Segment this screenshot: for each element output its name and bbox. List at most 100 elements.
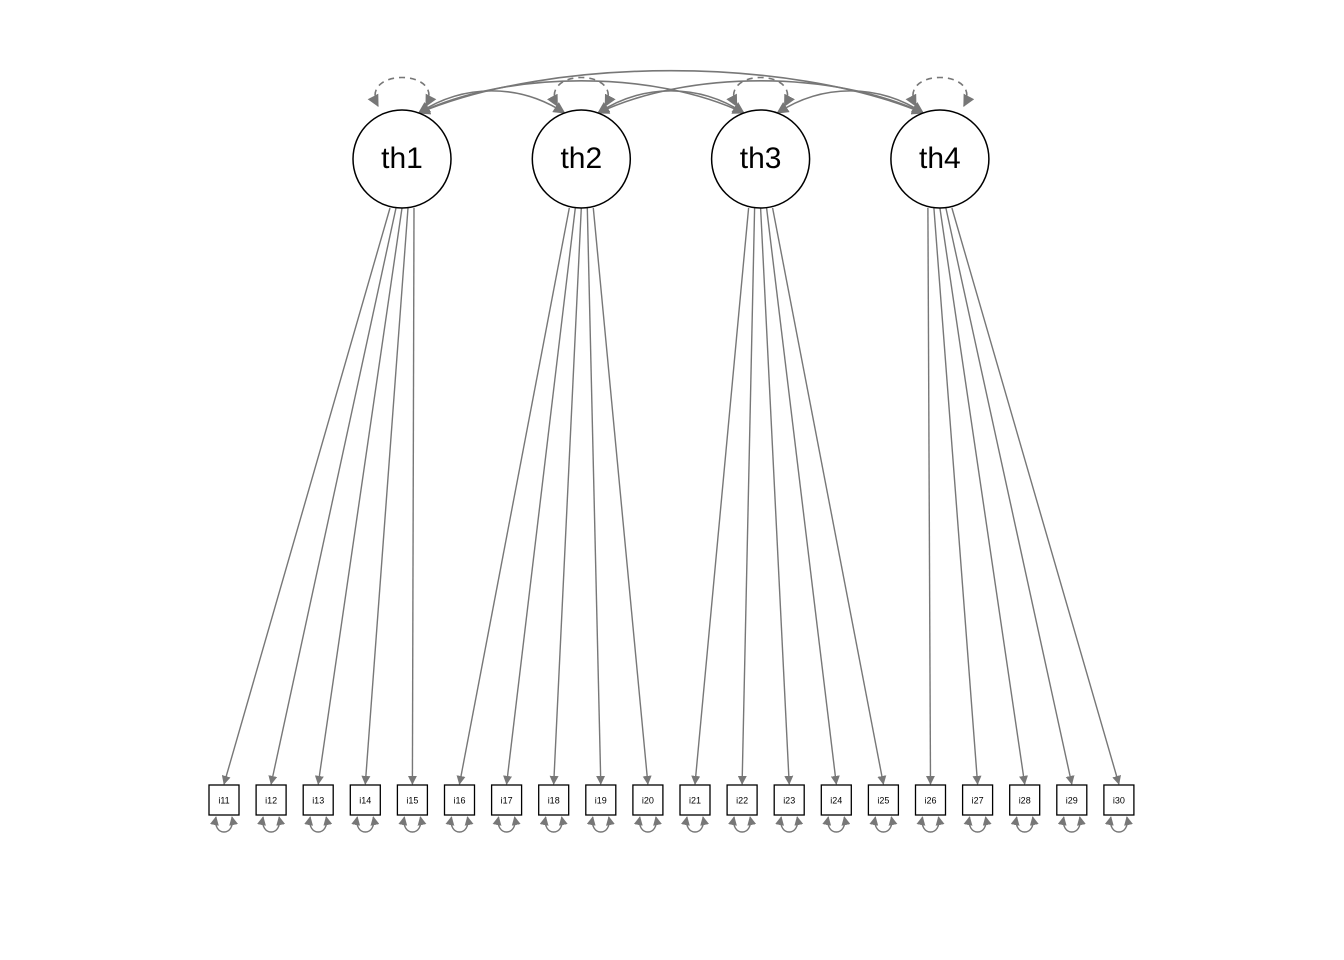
latent-circle bbox=[710, 109, 811, 209]
indicator-box bbox=[961, 784, 994, 816]
loading-th2-i18 bbox=[549, 207, 582, 785]
residual-loop-i22 bbox=[728, 816, 757, 833]
loading-th4-i29 bbox=[945, 207, 1075, 785]
loading-th3-i22 bbox=[737, 207, 756, 785]
loading-th3-i25 bbox=[771, 207, 887, 785]
covariance-th1-th2 bbox=[417, 90, 566, 114]
indicator-label: i29 bbox=[1066, 795, 1078, 805]
latent-circle bbox=[890, 109, 990, 209]
residual-loop-i12 bbox=[257, 816, 286, 833]
residual-loop-i30 bbox=[1104, 816, 1133, 833]
indicator-node-i14: i14 bbox=[349, 784, 381, 816]
indicator-label: i23 bbox=[783, 795, 795, 805]
loading-th2-i17 bbox=[503, 207, 576, 785]
covariance-th1-th3 bbox=[417, 80, 745, 114]
residual-loop-i24 bbox=[822, 816, 851, 833]
latent-label: th1 bbox=[381, 142, 423, 175]
residual-loop-i16 bbox=[445, 816, 474, 833]
latent-node-th4: th4 bbox=[890, 109, 990, 209]
latent-label: th2 bbox=[560, 142, 602, 175]
loading-th4-i28 bbox=[939, 207, 1028, 785]
residual-loop-i11 bbox=[210, 816, 238, 833]
indicator-label: i24 bbox=[830, 795, 842, 805]
indicator-box bbox=[820, 784, 852, 816]
indicator-box bbox=[585, 784, 617, 816]
indicator-label: i17 bbox=[501, 795, 513, 805]
residual-loop-i23 bbox=[775, 816, 804, 833]
loading-th1-i15 bbox=[407, 207, 417, 785]
indicator-label: i16 bbox=[453, 795, 465, 805]
indicator-label: i25 bbox=[877, 795, 889, 805]
indicator-node-i16: i16 bbox=[443, 784, 476, 816]
residual-loop-i14 bbox=[351, 816, 380, 833]
loading-th3-i21 bbox=[691, 207, 750, 785]
indicator-label: i19 bbox=[595, 795, 607, 805]
residual-loop-i13 bbox=[304, 816, 333, 833]
residual-loop-i20 bbox=[633, 816, 662, 833]
loading-th1-i13 bbox=[314, 207, 403, 785]
indicator-box bbox=[867, 784, 900, 816]
loading-th1-i14 bbox=[361, 207, 409, 785]
indicator-node-i20: i20 bbox=[632, 784, 664, 816]
loading-th4-i27 bbox=[933, 207, 982, 785]
indicator-label: i21 bbox=[689, 795, 701, 805]
variance-loop-th4 bbox=[905, 76, 975, 108]
factor-loadings bbox=[221, 207, 1121, 785]
loading-th2-i19 bbox=[586, 207, 606, 785]
indicator-node-i26: i26 bbox=[914, 784, 947, 816]
variance-loop-th2 bbox=[546, 76, 616, 108]
indicator-node-i18: i18 bbox=[538, 784, 570, 816]
covariance-th2-th3 bbox=[597, 90, 745, 114]
indicator-label: i20 bbox=[642, 795, 654, 805]
loading-th3-i24 bbox=[765, 207, 840, 785]
indicator-label: i15 bbox=[406, 795, 418, 805]
indicator-box bbox=[773, 784, 805, 816]
residual-loop-i27 bbox=[963, 816, 992, 833]
residual-loop-i15 bbox=[398, 816, 427, 833]
indicator-label: i27 bbox=[972, 795, 984, 805]
indicator-node-i24: i24 bbox=[820, 784, 852, 816]
indicator-box bbox=[632, 784, 664, 816]
indicator-node-i19: i19 bbox=[585, 784, 617, 816]
latent-node-th2: th2 bbox=[531, 109, 632, 209]
residual-loop-i17 bbox=[492, 816, 521, 833]
indicator-box bbox=[726, 784, 758, 816]
indicator-node-i27: i27 bbox=[961, 784, 994, 816]
indicator-label: i13 bbox=[312, 795, 324, 805]
indicator-node-i23: i23 bbox=[773, 784, 805, 816]
indicator-label: i22 bbox=[736, 795, 748, 805]
residual-loop-i26 bbox=[916, 816, 945, 833]
covariance-th2-th4 bbox=[597, 80, 925, 114]
latent-label: th3 bbox=[740, 142, 782, 175]
residual-loop-i28 bbox=[1010, 816, 1039, 833]
latent-node-th1: th1 bbox=[352, 109, 452, 209]
residual-loop-i21 bbox=[681, 816, 709, 833]
loading-th1-i11 bbox=[221, 207, 391, 785]
loading-th3-i23 bbox=[759, 207, 794, 785]
indicator-box bbox=[443, 784, 476, 816]
indicator-box bbox=[302, 784, 334, 816]
covariance-th1-th4 bbox=[417, 69, 925, 115]
residual-loop-i29 bbox=[1057, 816, 1086, 833]
indicator-box bbox=[396, 784, 429, 816]
indicator-node-i28: i28 bbox=[1009, 784, 1041, 816]
indicator-box bbox=[1103, 784, 1135, 816]
loading-th1-i12 bbox=[268, 207, 397, 785]
indicator-label: i14 bbox=[359, 795, 371, 805]
latent-circle bbox=[352, 109, 452, 209]
residual-loop-i25 bbox=[869, 816, 898, 833]
loading-th2-i16 bbox=[456, 207, 570, 785]
variance-loop-th3 bbox=[726, 76, 795, 108]
indicator-box bbox=[490, 784, 523, 816]
indicator-box bbox=[255, 784, 287, 816]
latent-node-th3: th3 bbox=[710, 109, 811, 209]
indicator-box bbox=[349, 784, 381, 816]
covariance-th3-th4 bbox=[776, 90, 925, 114]
covariance-arcs bbox=[417, 69, 925, 115]
indicator-node-i13: i13 bbox=[302, 784, 334, 816]
indicator-node-i21: i21 bbox=[679, 784, 711, 816]
indicator-box bbox=[914, 784, 947, 816]
indicator-label: i11 bbox=[218, 795, 229, 805]
